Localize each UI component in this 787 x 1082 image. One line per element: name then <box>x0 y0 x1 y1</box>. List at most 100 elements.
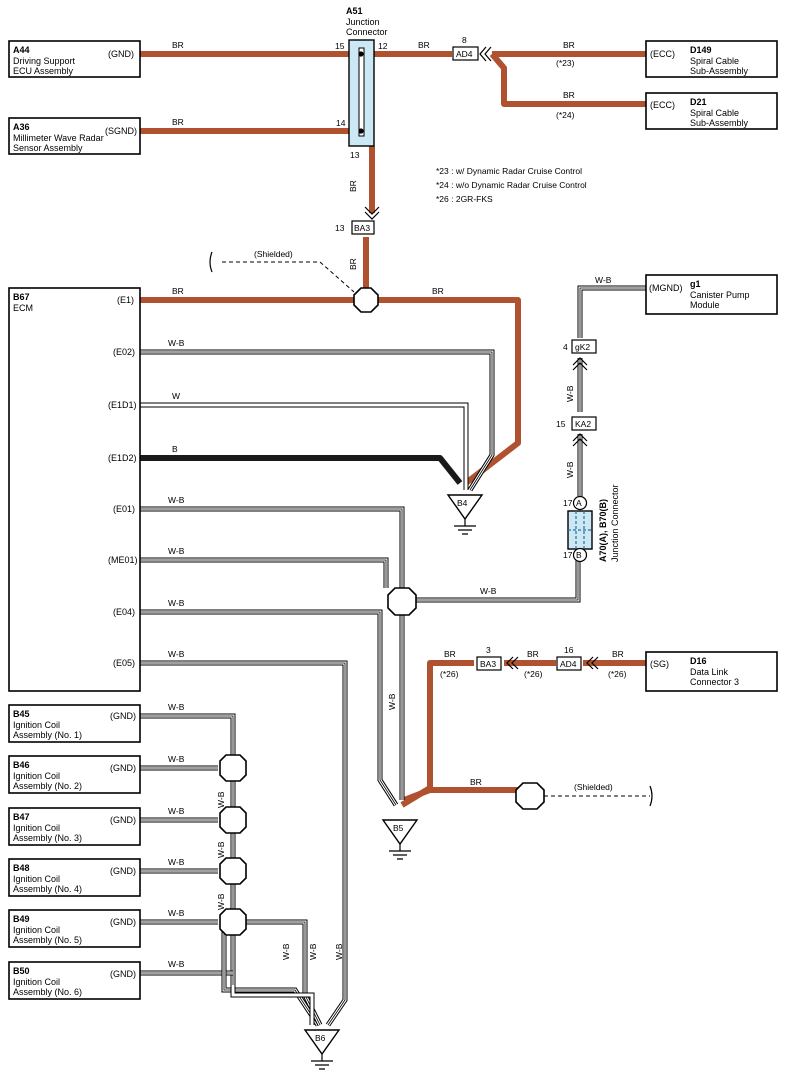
wire-label: W-B <box>168 908 185 918</box>
component-code: B45 <box>13 709 30 719</box>
wire-e1d2-black <box>140 455 463 485</box>
note-tag: (*26) <box>440 669 459 679</box>
junction-connector-a70-b70: A 17 B 17 A70(A), B70(B) Junction Connec… <box>563 484 620 563</box>
splice-shield-b5 <box>515 782 545 810</box>
connector-ad4-top: AD4 8 <box>452 35 492 62</box>
pin-label: (GND) <box>110 815 136 825</box>
legend-notes: *23 : w/ Dynamic Radar Cruise Control *2… <box>436 166 587 204</box>
wire-label: W-B <box>168 754 185 764</box>
component-b47: B47 Ignition Coil Assembly (No. 3) (GND) <box>8 807 141 846</box>
component-b48: B48 Ignition Coil Assembly (No. 4) (GND) <box>8 858 141 897</box>
pin-label: (MGND) <box>649 283 683 293</box>
pin-number: 14 <box>336 118 346 128</box>
splices <box>219 287 545 936</box>
ground-b6: B6 <box>303 1029 341 1070</box>
svg-text:Data Link: Data Link <box>690 667 729 677</box>
svg-text:Driving Support: Driving Support <box>13 56 76 66</box>
note-23: *23 : w/ Dynamic Radar Cruise Control <box>436 166 582 176</box>
wire-label: W-B <box>281 943 291 960</box>
component-d21: (ECC) D21 Spiral Cable Sub-Assembly <box>645 92 778 130</box>
pin-number: 3 <box>486 645 491 655</box>
pin-number: 8 <box>462 35 467 45</box>
pin-label: (E05) <box>113 658 135 668</box>
component-code: B47 <box>13 812 30 822</box>
pin-label: (GND) <box>110 711 136 721</box>
component-a36: A36 Millimeter Wave Radar Sensor Assembl… <box>8 117 141 155</box>
component-code: B48 <box>13 863 30 873</box>
wire-label: BR <box>563 90 575 100</box>
component-b67-ecm: B67 ECM (E1) (E02) (E1D1) (E1D2) (E01) (… <box>8 287 141 692</box>
wire-label: W-B <box>216 893 226 910</box>
splice-coil-4 <box>219 908 247 936</box>
svg-text:Spiral Cable: Spiral Cable <box>690 108 739 118</box>
svg-text:Ignition Coil: Ignition Coil <box>13 823 60 833</box>
wire-label: BR <box>418 40 430 50</box>
connector-code: AD4 <box>560 659 577 669</box>
ground-code: B4 <box>457 498 468 508</box>
component-b49: B49 Ignition Coil Assembly (No. 5) (GND) <box>8 909 141 948</box>
wire-label: B <box>172 444 178 454</box>
component-b50: B50 Ignition Coil Assembly (No. 6) (GND) <box>8 961 141 1000</box>
svg-text:Assembly (No. 2): Assembly (No. 2) <box>13 781 82 791</box>
pin-label: (E02) <box>113 347 135 357</box>
component-code: D16 <box>690 656 707 666</box>
pin-label: (ECC) <box>650 100 675 110</box>
pin-label: (E1D2) <box>108 453 137 463</box>
svg-text:Assembly (No. 4): Assembly (No. 4) <box>13 884 82 894</box>
pin-number: 16 <box>564 645 574 655</box>
pin-label: (SG) <box>650 659 669 669</box>
svg-text:Connector: Connector <box>346 27 388 37</box>
wire-label: BR <box>444 649 456 659</box>
wire-label: W-B <box>168 806 185 816</box>
splice-coil-3 <box>219 857 247 885</box>
junction-connector-a51: A51 Junction Connector 15 12 14 13 <box>335 6 388 160</box>
svg-text:Assembly (No. 5): Assembly (No. 5) <box>13 935 82 945</box>
shield-lines <box>209 251 653 807</box>
connector-code: BA3 <box>354 223 370 233</box>
wire-label: BR <box>172 117 184 127</box>
component-code: B49 <box>13 914 30 924</box>
component-code: A36 <box>13 122 30 132</box>
component-b45: B45 Ignition Coil Assembly (No. 1) (GND) <box>8 704 141 743</box>
svg-text:Assembly (No. 3): Assembly (No. 3) <box>13 833 82 843</box>
note-tag: (*24) <box>556 110 575 120</box>
svg-text:ECU Assembly: ECU Assembly <box>13 66 74 76</box>
wire-label: BR <box>432 286 444 296</box>
component-code: A51 <box>346 6 363 16</box>
note-24: *24 : w/o Dynamic Radar Cruise Control <box>436 180 587 190</box>
connector-ba3-low: BA3 3 <box>476 645 519 671</box>
wire-label: W <box>172 391 180 401</box>
svg-text:Millimeter Wave Radar: Millimeter Wave Radar <box>13 133 104 143</box>
svg-text:Assembly (No. 1): Assembly (No. 1) <box>13 730 82 740</box>
pin-number: 13 <box>350 150 360 160</box>
connector-ka2: KA2 15 <box>556 416 597 447</box>
splice-coil-2 <box>219 806 247 834</box>
wire-label: W-B <box>168 338 185 348</box>
pin-number: 12 <box>378 41 388 51</box>
component-a44: A44 Driving Support ECU Assembly (GND) <box>8 40 141 78</box>
wire-label: BR <box>527 649 539 659</box>
wire-label: BR <box>470 777 482 787</box>
wire-label: W-B <box>565 385 575 402</box>
connector-code: BA3 <box>480 659 496 669</box>
svg-text:Ignition Coil: Ignition Coil <box>13 977 60 987</box>
component-d149: (ECC) D149 Spiral Cable Sub-Assembly <box>645 40 778 78</box>
splice-e01 <box>387 587 417 616</box>
component-b46: B46 Ignition Coil Assembly (No. 2) (GND) <box>8 755 141 794</box>
br-wires <box>140 51 646 808</box>
component-code: B46 <box>13 760 30 770</box>
svg-text:Connector 3: Connector 3 <box>690 677 739 687</box>
component-code: D21 <box>690 97 707 107</box>
wire-label: W-B <box>216 791 226 808</box>
pin-label: (ECC) <box>650 49 675 59</box>
component-code: B50 <box>13 966 30 976</box>
shielded-label: (Shielded) <box>574 782 613 792</box>
wire-label: BR <box>348 180 358 192</box>
svg-text:Canister Pump: Canister Pump <box>690 290 750 300</box>
component-code: A44 <box>13 45 30 55</box>
wire-label: W-B <box>565 461 575 478</box>
junction-label: A70(A), B70(B) <box>598 499 608 562</box>
wire-label: BR <box>612 649 624 659</box>
pin-label: (E01) <box>113 504 135 514</box>
